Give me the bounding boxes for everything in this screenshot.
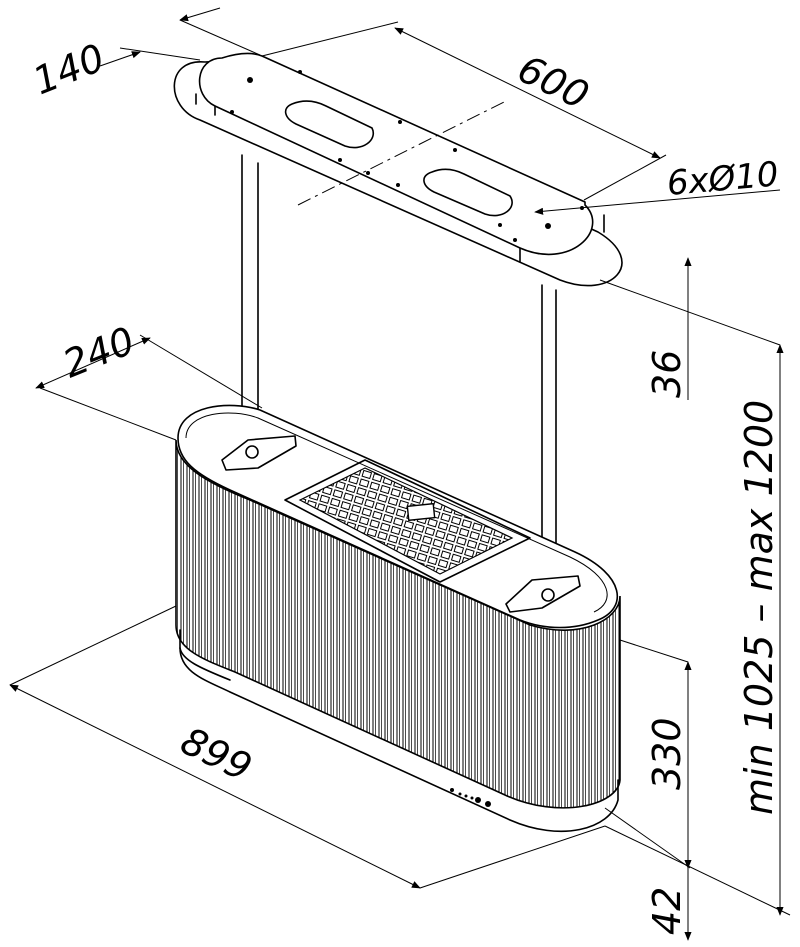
dim-label-140: 140	[27, 35, 111, 103]
dimension-lines	[9, 7, 791, 941]
dim-label-600: 600	[511, 47, 595, 118]
dim-label-42: 42	[645, 887, 689, 935]
dim-label-899: 899	[174, 719, 258, 790]
dim-label-36: 36	[645, 350, 689, 398]
dim-label-240: 240	[57, 318, 141, 386]
dim-label-height-range: min 1025 – max 1200	[737, 400, 781, 815]
dim-label-330: 330	[645, 717, 689, 790]
dim-label-holes: 6xØ10	[665, 154, 780, 204]
